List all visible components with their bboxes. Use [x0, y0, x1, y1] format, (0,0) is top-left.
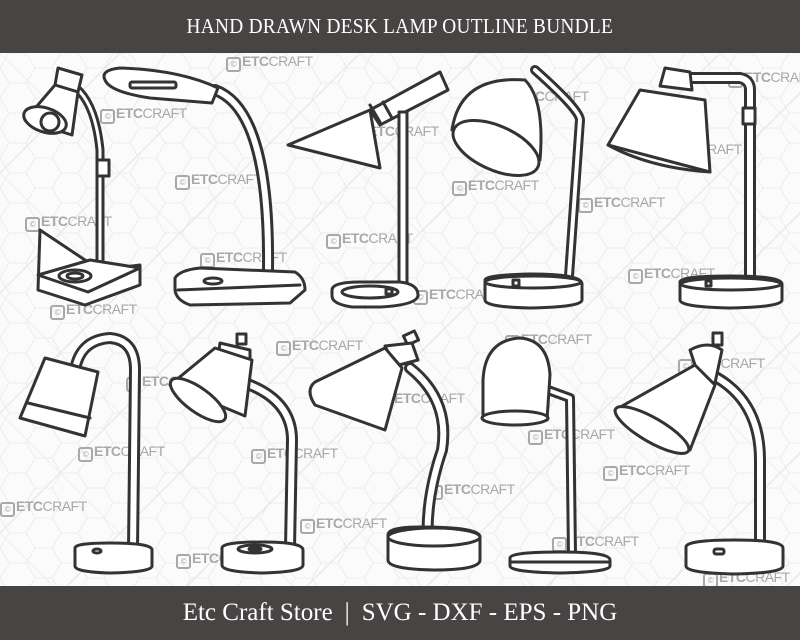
lamp-artwork-canvas: ©ETCCRAFT ©ETCCRAFT ©ETCCRAFT ©ETCCRAFT ©ETC…	[0, 53, 800, 586]
copyright-icon: ©	[603, 466, 618, 481]
footer-banner: Etc Craft Store | SVG - DXF - EPS - PNG	[0, 586, 800, 640]
etc-craft-watermark: ©ETCCRAFT	[100, 105, 187, 124]
lamp-3-cone-icon	[286, 70, 450, 309]
lamp-5-shade-icon	[606, 66, 784, 310]
etc-craft-watermark: ©ETCCRAFT	[300, 515, 387, 534]
copyright-icon: ©	[78, 447, 93, 462]
etc-craft-watermark: ©ETCCRAFT	[0, 498, 87, 517]
etc-craft-watermark: ©ETCCRAFT	[528, 426, 615, 445]
copyright-icon: ©	[226, 57, 241, 72]
copyright-icon: ©	[251, 449, 266, 464]
lamp-1-gooseneck-icon	[22, 66, 142, 307]
copyright-icon: ©	[175, 175, 190, 190]
lamp-8-curved-neck-icon	[308, 329, 482, 572]
lamp-7-bell-icon	[168, 332, 305, 575]
copyright-icon: ©	[578, 198, 593, 213]
file-formats: SVG - DXF - EPS - PNG	[361, 599, 618, 626]
copyright-icon: ©	[276, 341, 291, 356]
copyright-icon: ©	[300, 519, 315, 534]
etc-craft-watermark: ©ETCCRAFT	[603, 462, 690, 481]
lamp-9-capsule-icon	[480, 336, 612, 575]
lamp-10-desk-icon	[613, 331, 785, 576]
copyright-icon: ©	[100, 109, 115, 124]
copyright-icon: ©	[628, 269, 643, 284]
etc-craft-watermark: ©ETCCRAFT	[175, 171, 262, 190]
copyright-icon: ©	[326, 234, 341, 249]
etc-craft-watermark: ©ETCCRAFT	[276, 337, 363, 356]
banner-title: HAND DRAWN DESK LAMP OUTLINE BUNDLE	[186, 14, 614, 38]
lamp-2-led-arm-icon	[102, 66, 307, 307]
etc-craft-watermark: ©ETCCRAFT	[452, 177, 539, 196]
etc-craft-watermark: ©ETCCRAFT	[578, 194, 665, 213]
lamp-4-dome-icon	[450, 65, 585, 310]
copyright-icon: ©	[176, 554, 191, 569]
etc-craft-watermark: ©ETCCRAFT	[226, 53, 313, 72]
copyright-icon: ©	[528, 430, 543, 445]
copyright-icon: ©	[25, 217, 40, 232]
lamp-6-arc-icon	[18, 332, 154, 575]
copyright-icon: ©	[50, 305, 65, 320]
footer-separator: |	[344, 599, 350, 626]
store-name: Etc Craft Store	[182, 599, 333, 626]
etc-craft-watermark: ©ETCCRAFT	[50, 301, 137, 320]
copyright-icon: ©	[0, 502, 15, 517]
title-banner: HAND DRAWN DESK LAMP OUTLINE BUNDLE	[0, 0, 800, 53]
copyright-icon: ©	[452, 181, 467, 196]
